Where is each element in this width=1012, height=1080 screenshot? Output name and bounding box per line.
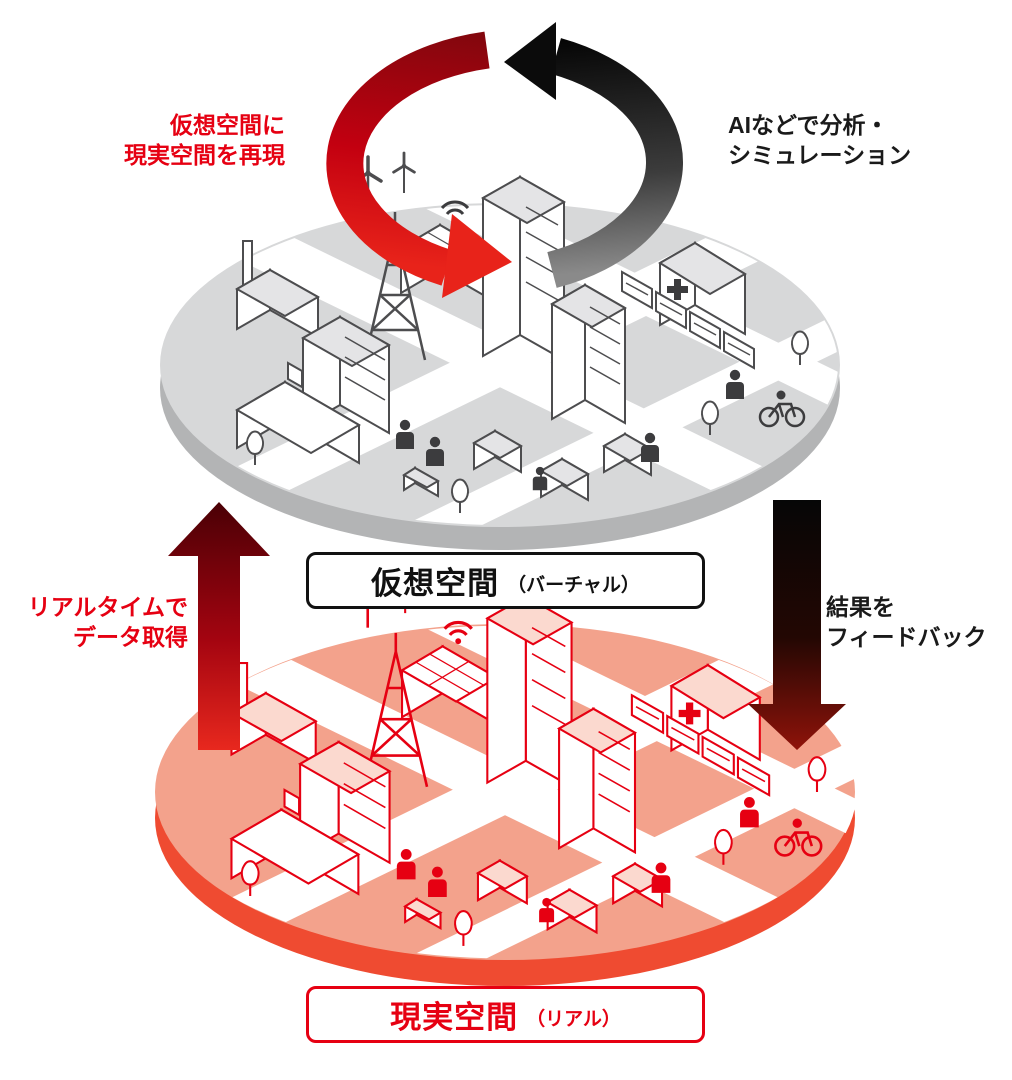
annotation-line: 現実空間を再現 — [124, 142, 285, 168]
annotation-feedback: 結果を フィードバック — [826, 592, 987, 652]
real-space-label-box: 現実空間 （リアル） — [306, 986, 705, 1043]
annotation-line: シミュレーション — [728, 142, 912, 168]
virtual-space-disc — [157, 75, 895, 649]
annotation-realtime-data: リアルタイムで データ取得 — [28, 592, 188, 652]
black-cycle-arrowhead — [504, 22, 556, 100]
virtual-space-title: 仮想空間 — [371, 566, 500, 601]
annotation-line: 結果を — [826, 594, 895, 620]
real-space-reading: （リアル） — [526, 1009, 621, 1030]
virtual-space-label-box: 仮想空間 （バーチャル） — [306, 552, 705, 609]
feedback-down-arrow — [748, 500, 846, 750]
annotation-line: フィードバック — [826, 624, 987, 650]
annotation-line: リアルタイムで — [27, 594, 188, 620]
red-cycle-arc — [326, 31, 490, 286]
annotation-ai-analysis: AIなどで分析・ シミュレーション — [728, 110, 911, 170]
analysis-cycle-arrows — [326, 22, 683, 298]
red-cycle-arrowhead — [442, 214, 512, 298]
realtime-data-up-arrow — [168, 502, 270, 750]
real-space-title: 現実空間 — [390, 1000, 519, 1035]
virtual-space-reading: （バーチャル） — [507, 575, 640, 596]
real-space-disc — [148, 491, 915, 1080]
black-cycle-arc — [547, 38, 683, 288]
annotation-line: AIなどで分析・ — [728, 112, 889, 138]
annotation-line: 仮想空間に — [170, 112, 285, 138]
annotation-virtual-reproduce: 仮想空間に 現実空間を再現 — [124, 110, 285, 170]
annotation-line: データ取得 — [73, 624, 188, 650]
